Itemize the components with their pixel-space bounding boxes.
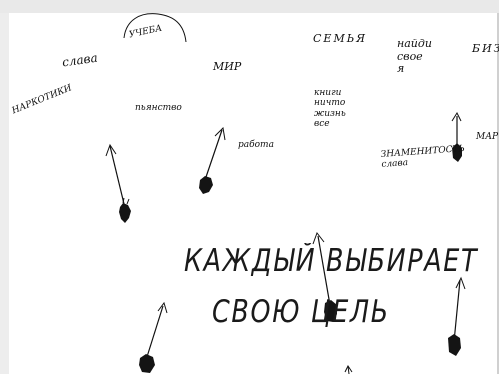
word-mir: МИР <box>213 61 241 72</box>
word-mar: МАР <box>476 133 498 142</box>
word-rabota: работа <box>238 141 274 150</box>
arrow-5 <box>139 303 167 373</box>
word-naidi-sebya: найди свое я <box>397 38 432 76</box>
word-biz: БИЗ <box>472 43 499 54</box>
arrow-2 <box>199 128 225 194</box>
arrow-7-partial <box>345 366 352 374</box>
arrow-1 <box>106 145 131 223</box>
word-semya: СЕМЬЯ <box>313 33 367 44</box>
arrow-6 <box>448 278 465 356</box>
word-knigi: книги ничто жизнь все <box>314 88 346 129</box>
slogan-line-1: КАЖДЫЙ ВЫБИРАЕТ <box>184 246 478 277</box>
slogan-line-2: СВОЮ ЦЕЛЬ <box>212 297 390 328</box>
word-pyanstvo: пьянство <box>135 104 182 113</box>
